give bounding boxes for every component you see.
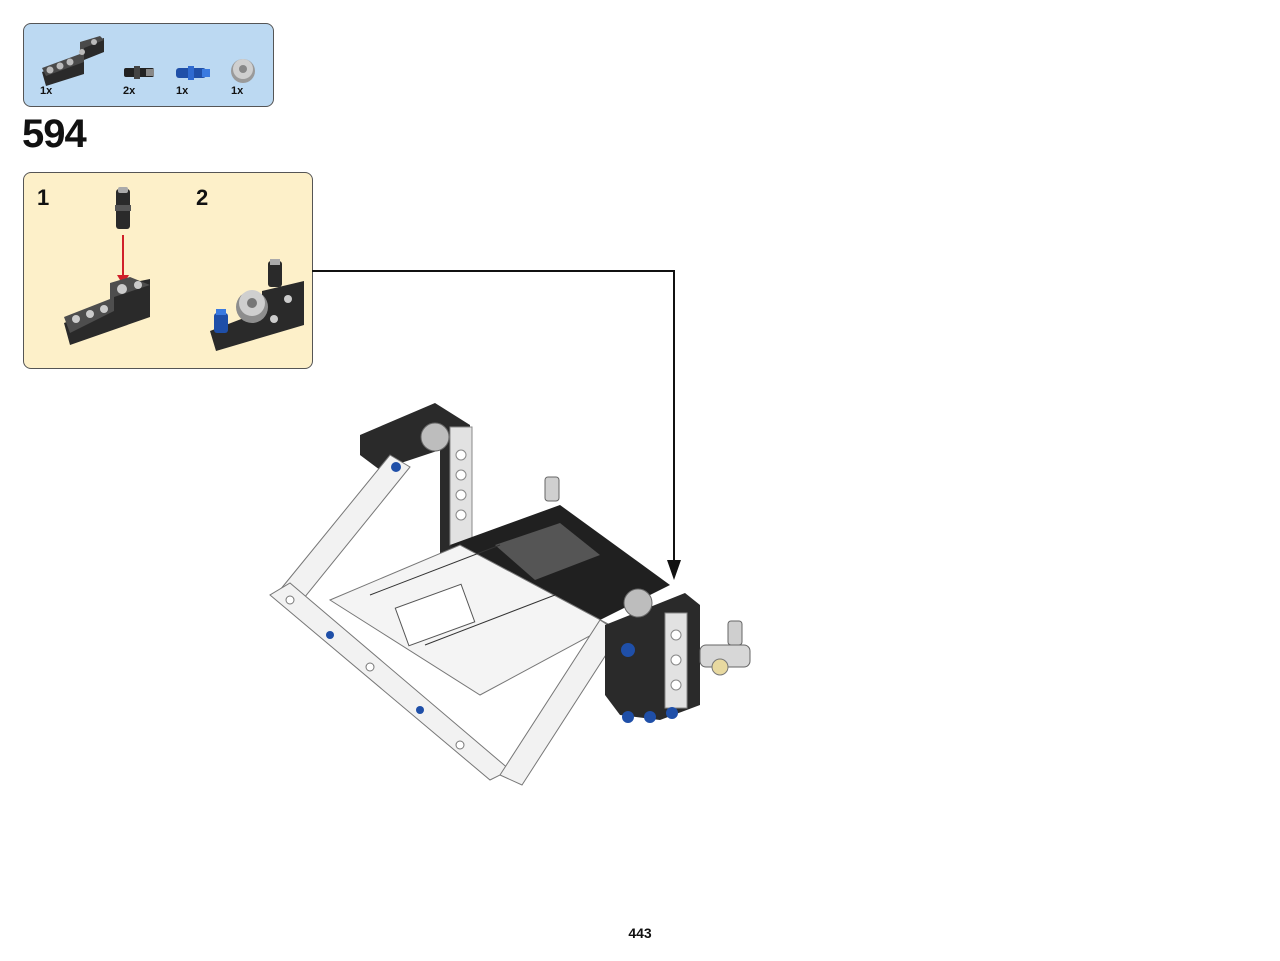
- subassembly-box: 1 2: [23, 172, 313, 369]
- part-qty-4: 1x: [231, 85, 244, 97]
- parts-list-box: 1x 2x 1x 1x: [23, 23, 274, 107]
- part-qty-2: 2x: [123, 85, 136, 97]
- step-number: 594: [22, 112, 87, 156]
- page-number: 443: [628, 925, 652, 941]
- main-model-illustration: [269, 403, 751, 786]
- substep-2-illustration: [210, 259, 304, 351]
- angled-beam-part: [42, 36, 104, 86]
- bush-part: [231, 59, 255, 83]
- substep-1-illustration: [64, 187, 150, 345]
- substep-number-2: 2: [196, 185, 209, 210]
- substep-number-1: 1: [37, 185, 50, 210]
- part-qty-3: 1x: [176, 85, 189, 97]
- connector-arrowhead: [667, 560, 681, 580]
- blue-axle-pin-part: [176, 66, 210, 80]
- black-axle-pin-part: [124, 66, 154, 79]
- part-qty-1: 1x: [40, 85, 53, 97]
